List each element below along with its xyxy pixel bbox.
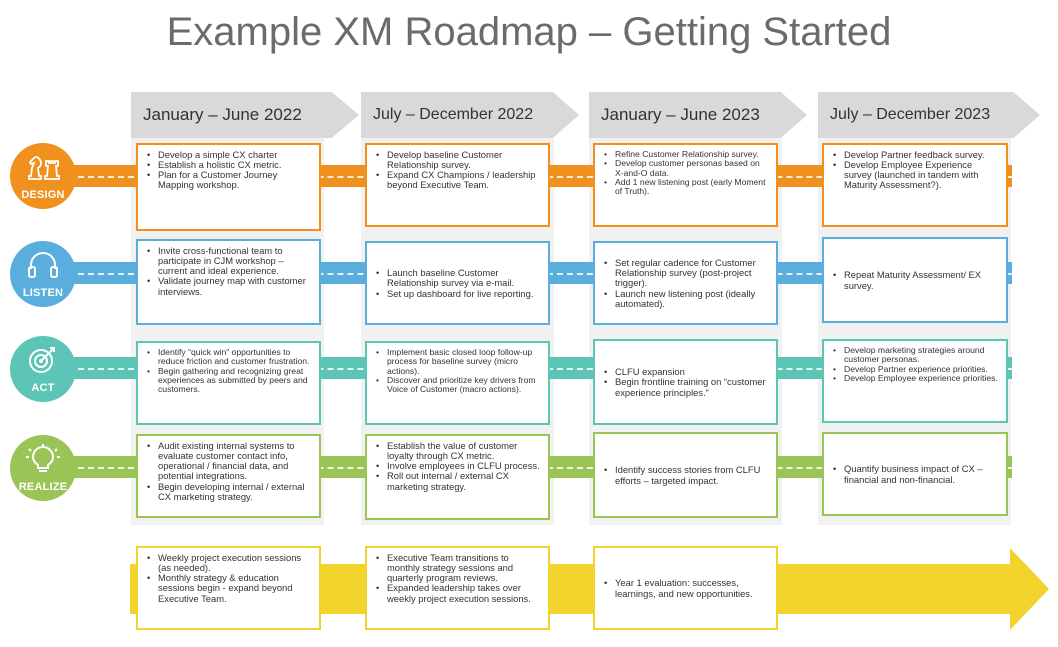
- bullet-item: Repeat Maturity Assessment/ EX survey.: [832, 270, 1000, 290]
- period-label: January – June 2023: [601, 105, 760, 124]
- bullet-item: Begin gathering and recognizing great ex…: [146, 366, 313, 395]
- lightbulb-icon: [26, 444, 60, 472]
- bullet-item: Develop baseline Customer Relationship s…: [375, 149, 542, 170]
- bullet-item: Quantify business impact of CX – financi…: [832, 464, 1000, 484]
- bullet-item: Begin frontline training on “customer ex…: [603, 377, 770, 397]
- bullet-item: Launch baseline Customer Relationship su…: [375, 268, 542, 288]
- bullet-item: Develop Partner experience priorities.: [832, 364, 1000, 374]
- foundation-arrow: [130, 548, 1049, 630]
- act-cell: Implement basic closed loop follow-up pr…: [365, 341, 550, 425]
- lane-label: LISTEN: [22, 287, 64, 299]
- bullet-item: Develop a simple CX charter: [146, 149, 313, 160]
- bullet-item: Expand CX Champions / leadership beyond …: [375, 170, 542, 190]
- bullet-item: Discover and prioritize key drivers from…: [375, 375, 542, 395]
- bullet-item: Executive Team transitions to monthly st…: [375, 552, 542, 583]
- bullet-item: Develop Partner feedback survey.: [832, 149, 1000, 160]
- act-cell: CLFU expansion Begin frontline training …: [593, 339, 778, 425]
- bullet-item: Audit existing internal systems to evalu…: [146, 440, 313, 482]
- listen-cell: Repeat Maturity Assessment/ EX survey.: [822, 237, 1008, 323]
- headphones-icon: [28, 252, 58, 278]
- bullet-item: Set regular cadence for Customer Relatio…: [603, 257, 770, 288]
- bullet-item: CLFU expansion: [603, 367, 770, 378]
- bullet-item: Plan for a Customer Journey Mapping work…: [146, 170, 313, 190]
- design-cell: Develop baseline Customer Relationship s…: [365, 143, 550, 227]
- period-label: January – June 2022: [143, 105, 302, 124]
- realize-cell: Identify success stories from CLFU effor…: [593, 432, 778, 518]
- period-label: July – December 2023: [830, 106, 991, 123]
- period-label: July – December 2022: [373, 106, 534, 123]
- period-header: January – June 2023: [589, 92, 807, 138]
- bullet-item: Launch new listening post (ideally autom…: [603, 288, 770, 309]
- bullet-item: Year 1 evaluation: successes, learnings,…: [603, 578, 770, 598]
- bullet-item: Develop customer personas based on X-and…: [603, 159, 770, 178]
- bullet-item: Roll out internal / external CX marketin…: [375, 471, 542, 491]
- design-cell: Develop Partner feedback survey. Develop…: [822, 143, 1008, 227]
- realize-cell: Audit existing internal systems to evalu…: [136, 434, 321, 518]
- design-cell: Develop a simple CX charter Establish a …: [136, 143, 321, 231]
- bullet-item: Develop marketing strategies around cust…: [832, 345, 1000, 365]
- foundation-cell: Weekly project execution sessions (as ne…: [136, 546, 321, 630]
- bullet-item: Invite cross-functional team to particip…: [146, 245, 313, 276]
- listen-cell: Set regular cadence for Customer Relatio…: [593, 241, 778, 325]
- listen-cell: Invite cross-functional team to particip…: [136, 239, 321, 325]
- bullet-item: Set up dashboard for live reporting.: [375, 288, 542, 299]
- bullet-item: Refine Customer Relationship survey.: [603, 149, 770, 159]
- act-circle: ACT: [10, 336, 76, 402]
- bullet-item: Validate journey map with customer inter…: [146, 276, 313, 296]
- bullet-item: Expanded leadership takes over weekly pr…: [375, 583, 542, 603]
- bullet-item: Weekly project execution sessions (as ne…: [146, 552, 313, 573]
- bullet-item: Begin developing internal / external CX …: [146, 481, 313, 502]
- foundation-cell: Executive Team transitions to monthly st…: [365, 546, 550, 630]
- bullet-item: Implement basic closed loop follow-up pr…: [375, 347, 542, 376]
- bullet-item: Add 1 new listening post (early Moment o…: [603, 177, 770, 197]
- bullet-item: Develop Employee Experience survey (laun…: [832, 160, 1000, 191]
- target-icon: [29, 347, 55, 373]
- realize-circle: REALIZE: [10, 435, 76, 501]
- listen-cell: Launch baseline Customer Relationship su…: [365, 241, 550, 325]
- bullet-item: Establish the value of customer loyalty …: [375, 440, 542, 461]
- page-title: Example XM Roadmap – Getting Started: [166, 10, 892, 54]
- bullet-item: Develop Employee experience priorities.: [832, 373, 1000, 383]
- listen-circle: LISTEN: [10, 241, 76, 307]
- realize-cell: Quantify business impact of CX – financi…: [822, 432, 1008, 516]
- bullet-item: Involve employees in CLFU process.: [375, 461, 542, 472]
- design-cell: Refine Customer Relationship survey. Dev…: [593, 143, 778, 227]
- lane-label: DESIGN: [21, 189, 65, 201]
- chess-pieces-icon: [28, 156, 60, 180]
- lane-label: REALIZE: [18, 481, 68, 493]
- period-header: July – December 2022: [361, 92, 579, 138]
- act-cell: Identify “quick win” opportunities to re…: [136, 341, 321, 425]
- bullet-item: Monthly strategy & education sessions be…: [146, 573, 313, 604]
- act-cell: Develop marketing strategies around cust…: [822, 339, 1008, 423]
- bullet-item: Identify “quick win” opportunities to re…: [146, 347, 313, 367]
- design-circle: DESIGN: [10, 143, 76, 209]
- period-header: July – December 2023: [818, 92, 1040, 138]
- period-header: January – June 2022: [131, 92, 359, 138]
- bullet-item: Identify success stories from CLFU effor…: [603, 465, 770, 485]
- realize-cell: Establish the value of customer loyalty …: [365, 434, 550, 520]
- foundation-cell: Year 1 evaluation: successes, learnings,…: [593, 546, 778, 630]
- bullet-item: Establish a holistic CX metric.: [146, 160, 313, 171]
- lane-label: ACT: [31, 382, 55, 394]
